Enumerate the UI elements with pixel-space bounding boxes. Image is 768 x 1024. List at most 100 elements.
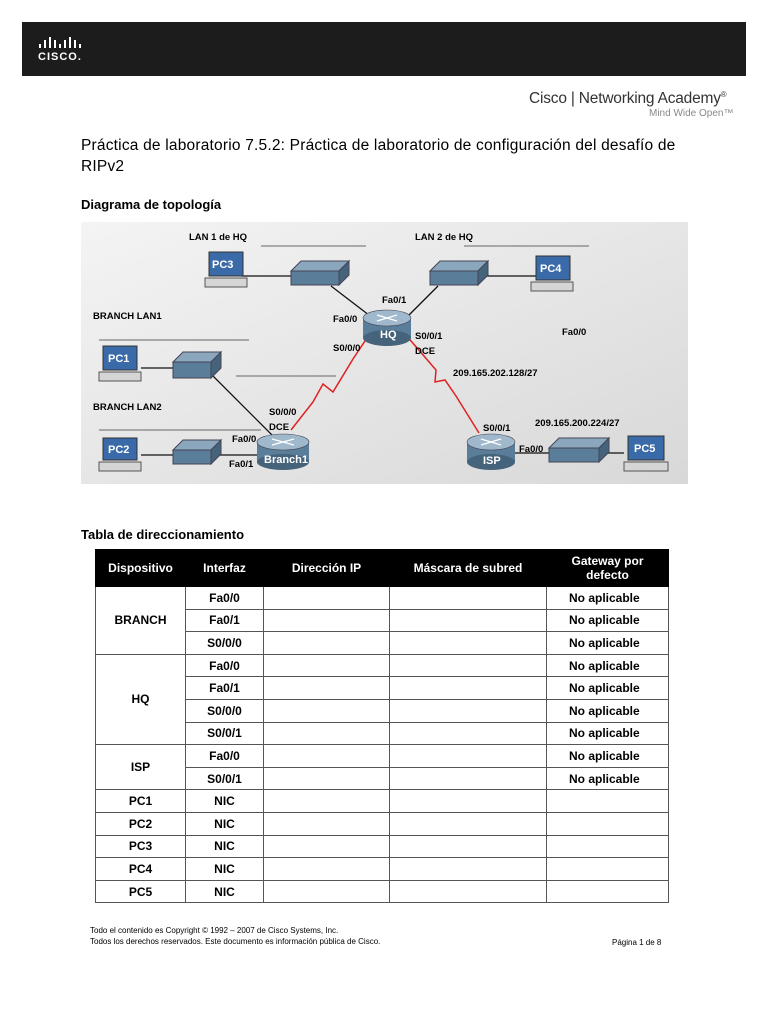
gateway-cell: No aplicable bbox=[546, 744, 669, 768]
ip-cell bbox=[263, 766, 390, 791]
wan-link-branch-hq bbox=[290, 337, 368, 431]
router-branch1-label: Branch1 bbox=[264, 454, 308, 466]
device-cell: PC5 bbox=[95, 879, 186, 904]
interface-cell: Fa0/1 bbox=[185, 676, 264, 700]
hq-fa01-label: Fa0/1 bbox=[382, 295, 407, 306]
interface-cell: Fa0/0 bbox=[185, 744, 264, 768]
col-header-gateway: Gateway por defecto bbox=[546, 549, 669, 587]
ip-cell bbox=[263, 857, 390, 881]
ip-cell bbox=[263, 721, 390, 746]
ip-cell bbox=[263, 608, 390, 633]
mask-cell bbox=[389, 879, 547, 904]
device-cell: BRANCH bbox=[95, 586, 186, 655]
cisco-bars-icon bbox=[39, 37, 81, 48]
gateway-cell: No aplicable bbox=[546, 676, 669, 700]
gateway-cell: No aplicable bbox=[546, 721, 669, 746]
pc1-label: PC1 bbox=[108, 353, 129, 365]
hq-hqsw2-link bbox=[403, 285, 439, 321]
brand-title-text: Cisco | Networking Academy bbox=[529, 90, 721, 108]
mask-cell bbox=[389, 744, 547, 768]
interface-cell: S0/0/0 bbox=[185, 698, 264, 723]
pc2-icon bbox=[98, 437, 142, 472]
interface-cell: Fa0/1 bbox=[185, 608, 264, 633]
ip-cell bbox=[263, 698, 390, 723]
ip-cell bbox=[263, 811, 390, 836]
pc3-icon bbox=[204, 251, 248, 288]
networking-academy-brand: Cisco | Networking Academy® Mind Wide Op… bbox=[529, 90, 749, 122]
col-header-interface: Interfaz bbox=[185, 549, 264, 587]
interface-cell: NIC bbox=[185, 879, 264, 904]
cisco-wordmark: CISCO. bbox=[38, 51, 82, 63]
router-isp bbox=[466, 433, 516, 470]
interface-cell: NIC bbox=[185, 857, 264, 881]
interface-cell: Fa0/0 bbox=[185, 586, 264, 610]
mask-cell bbox=[389, 721, 547, 746]
brand-tagline: Mind Wide Open™ bbox=[649, 108, 734, 119]
header-bar: CISCO. bbox=[22, 22, 746, 76]
addressing-heading: Tabla de direccionamiento bbox=[81, 527, 245, 542]
hq-dce-label: DCE bbox=[415, 346, 435, 357]
mask-cell bbox=[389, 653, 547, 678]
interface-cell: NIC bbox=[185, 811, 264, 836]
switch-isp-lan bbox=[547, 436, 611, 464]
table-header-row: Dispositivo Interfaz Dirección IP Máscar… bbox=[95, 549, 669, 587]
router-hq bbox=[362, 309, 412, 346]
branch-lan1-label: BRANCH LAN1 bbox=[93, 311, 162, 322]
mask-cell bbox=[389, 631, 547, 655]
ip-cell bbox=[263, 834, 390, 859]
isp-s001-label: S0/0/1 bbox=[483, 423, 511, 434]
gateway-cell: No aplicable bbox=[546, 586, 669, 610]
footer: Todo el contenido es Copyright © 1992 – … bbox=[90, 926, 670, 947]
mask-cell bbox=[389, 766, 547, 791]
footer-rights: Todos los derechos reservados. Este docu… bbox=[90, 936, 381, 946]
mask-cell bbox=[389, 811, 547, 836]
pc3-label: PC3 bbox=[212, 259, 233, 271]
switch-hq-lan2 bbox=[428, 259, 490, 287]
ip-cell bbox=[263, 653, 390, 678]
gateway-cell bbox=[546, 857, 669, 881]
hq-s001-label: S0/0/1 bbox=[415, 331, 443, 342]
pc5-label: PC5 bbox=[634, 443, 655, 455]
footer-copyright: Todo el contenido es Copyright © 1992 – … bbox=[90, 926, 339, 935]
cisco-logo: CISCO. bbox=[36, 34, 96, 66]
addressing-table: Dispositivo Interfaz Dirección IP Máscar… bbox=[95, 549, 669, 904]
interface-cell: S0/0/1 bbox=[185, 721, 264, 746]
branch-lan2-label: BRANCH LAN2 bbox=[93, 402, 162, 413]
table-row: S0/0/1 No aplicable bbox=[96, 721, 669, 746]
ip-cell bbox=[263, 676, 390, 700]
hq-s000-label: S0/0/0 bbox=[333, 343, 360, 354]
brand-title: Cisco | Networking Academy® bbox=[529, 90, 727, 108]
pc2-label: PC2 bbox=[108, 444, 129, 456]
device-cell: HQ bbox=[95, 653, 186, 746]
device-cell: PC3 bbox=[95, 834, 186, 859]
table-row: Fa0/1 No aplicable bbox=[96, 676, 669, 700]
router-hq-label: HQ bbox=[380, 329, 397, 341]
ip-cell bbox=[263, 744, 390, 768]
ip-cell bbox=[263, 789, 390, 813]
page-number: Página 1 de 8 bbox=[612, 938, 662, 947]
isp-fa00-label: Fa0/0 bbox=[519, 444, 543, 455]
interface-cell: S0/0/1 bbox=[185, 766, 264, 791]
gateway-cell bbox=[546, 879, 669, 904]
topology-diagram: HQ Branch1 ISP PC3 PC4 PC1 PC2 PC5 LAN bbox=[81, 222, 688, 484]
pc5-icon bbox=[623, 435, 669, 472]
gateway-cell: No aplicable bbox=[546, 653, 669, 678]
brsw1-branch-link bbox=[210, 373, 282, 445]
brand-registered-mark: ® bbox=[720, 90, 727, 99]
addressing-table-wrap: Dispositivo Interfaz Dirección IP Máscar… bbox=[95, 549, 669, 904]
device-cell: PC2 bbox=[95, 811, 186, 836]
router-isp-label: ISP bbox=[483, 455, 501, 467]
mask-cell bbox=[389, 676, 547, 700]
interface-cell: NIC bbox=[185, 834, 264, 859]
network-hq-isp-label: 209.165.202.128/27 bbox=[453, 368, 538, 379]
gateway-cell: No aplicable bbox=[546, 631, 669, 655]
document-title: Práctica de laboratorio 7.5.2: Práctica … bbox=[81, 137, 676, 175]
network-isp-lan-label: 209.165.200.224/27 bbox=[535, 418, 620, 429]
gateway-cell: No aplicable bbox=[546, 608, 669, 633]
